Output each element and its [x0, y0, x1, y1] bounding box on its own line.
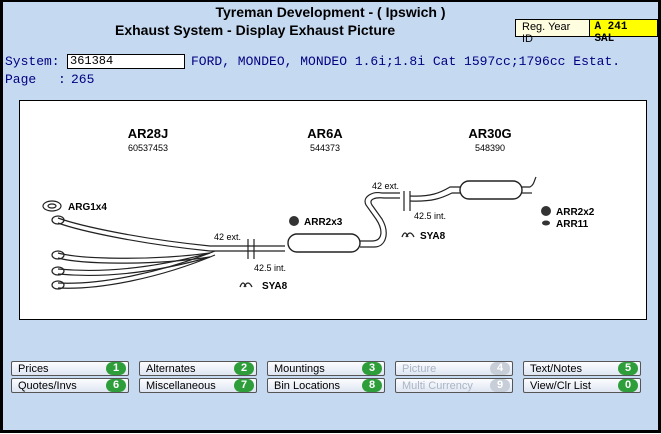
label-sya8-a: SYA8	[262, 281, 288, 292]
view-clear-list-button[interactable]: View/Clr List 0	[523, 378, 641, 393]
system-input[interactable]: 361384	[67, 54, 185, 69]
app-title: Tyreman Development - ( Ipswich )	[215, 4, 446, 20]
reg-year-value: A 241 SAL	[590, 20, 657, 45]
button-label: Alternates	[146, 363, 196, 375]
part-code-2: AR6A	[307, 126, 343, 141]
part-number-2: 544373	[310, 143, 340, 153]
label-arg: ARG1x4	[68, 202, 107, 213]
page-title: Exhaust System - Display Exhaust Picture	[115, 22, 396, 38]
label-ext-2: 42 ext.	[372, 181, 399, 191]
quotes-invs-button[interactable]: Quotes/Invs 6	[11, 378, 129, 393]
label-arr11: ARR11	[556, 219, 589, 230]
front-downpipe	[57, 217, 285, 289]
multi-currency-button: Multi Currency 9	[395, 378, 513, 393]
shortcut-key-badge: 1	[106, 362, 126, 375]
rubber-mount-icon	[289, 216, 299, 226]
reg-year-label: Reg. Year ID	[516, 20, 591, 45]
label-arr2x3: ARR2x3	[304, 217, 343, 228]
rear-mount-icon	[541, 206, 551, 216]
label-int-1: 42.5 int.	[254, 263, 286, 273]
shortcut-key-badge: 8	[362, 379, 382, 392]
rear-silencer	[459, 180, 523, 200]
button-label: Prices	[18, 363, 49, 375]
picture-button: Picture 4	[395, 361, 513, 376]
label-ext-1: 42 ext.	[214, 232, 241, 242]
button-label: Miscellaneous	[146, 380, 216, 392]
label-sya8-b: SYA8	[420, 231, 446, 242]
prices-button[interactable]: Prices 1	[11, 361, 129, 376]
reg-year-id: Reg. Year ID A 241 SAL	[515, 19, 658, 45]
button-label: Mountings	[274, 363, 325, 375]
button-label: Text/Notes	[530, 363, 582, 375]
vehicle-description: FORD, MONDEO, MONDEO 1.6i;1.8i Cat 1597c…	[191, 54, 621, 69]
shortcut-key-badge: 5	[618, 362, 638, 375]
button-label: Quotes/Invs	[18, 380, 77, 392]
button-label: Picture	[402, 363, 437, 375]
button-label: View/Clr List	[530, 380, 591, 392]
bin-locations-button[interactable]: Bin Locations 8	[267, 378, 385, 393]
part-code-1: AR28J	[128, 126, 168, 141]
rear-joint	[403, 191, 411, 211]
system-label: System:	[5, 54, 60, 69]
alternates-button[interactable]: Alternates 2	[139, 361, 257, 376]
flange-icons	[42, 200, 65, 290]
centre-silencer	[287, 233, 361, 253]
label-arr2x2: ARR2x2	[556, 207, 595, 218]
shortcut-key-badge: 7	[234, 379, 254, 392]
part-code-3: AR30G	[468, 126, 511, 141]
shortcut-key-badge: 2	[234, 362, 254, 375]
shortcut-key-badge: 0	[618, 379, 638, 392]
label-int-2: 42.5 int.	[414, 211, 446, 221]
exhaust-diagram: AR28J 60537453 AR6A 544373 AR30G 548390	[19, 100, 647, 320]
front-joint	[247, 239, 255, 259]
shortcut-key-badge: 4	[490, 362, 510, 375]
page-label: Page	[5, 72, 37, 87]
button-label: Multi Currency	[402, 380, 473, 392]
page-number: 265	[71, 72, 95, 87]
shortcut-key-badge: 3	[362, 362, 382, 375]
button-label: Bin Locations	[274, 380, 341, 392]
mountings-button[interactable]: Mountings 3	[267, 361, 385, 376]
shortcut-key-badge: 6	[106, 379, 126, 392]
text-notes-button[interactable]: Text/Notes 5	[523, 361, 641, 376]
miscellaneous-button[interactable]: Miscellaneous 7	[139, 378, 257, 393]
part-number-3: 548390	[475, 143, 505, 153]
part-number-1: 60537453	[128, 143, 168, 153]
page-separator: :	[58, 72, 66, 87]
shortcut-key-badge: 9	[490, 379, 510, 392]
